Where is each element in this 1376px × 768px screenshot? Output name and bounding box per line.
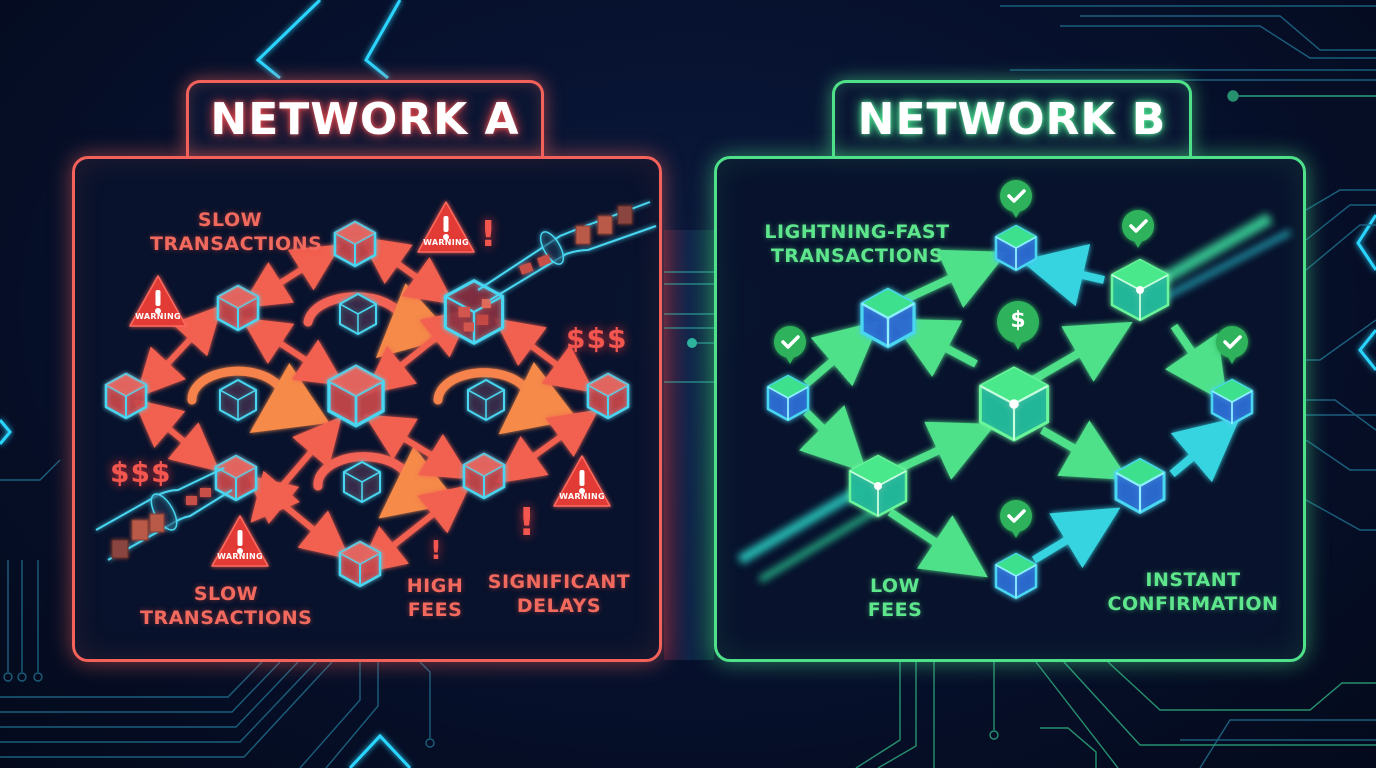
checkmark-badge-icon (998, 498, 1034, 540)
congested-pipe-top (477, 201, 657, 301)
network-a-title: NETWORK A (186, 80, 544, 156)
warning-badge: WARNING (217, 552, 263, 561)
triangle-decor-bottom (348, 733, 412, 768)
checkmark-badge-icon (772, 324, 808, 366)
label-significant-delays: SIGNIFICANT DELAYS (487, 571, 631, 617)
label-instant-confirmation: INSTANT CONFIRMATION (1107, 569, 1279, 615)
dollar-badge-icon (997, 301, 1039, 350)
high-cost-symbol: $$$ (110, 456, 172, 489)
chevron-decor-top (255, 0, 402, 80)
label-high-fees: HIGH FEES (406, 575, 464, 621)
label-low-fees: LOW FEES (867, 575, 923, 621)
congested-pipe-bottom (95, 467, 233, 561)
warning-badge: WARNING (559, 492, 605, 501)
checkmark-badge-icon (1120, 208, 1156, 250)
high-cost-symbol: $$$ (566, 322, 628, 355)
checkmark-badge-icon (998, 178, 1034, 220)
chevron-decor-left (0, 419, 12, 445)
label-lightning-fast-transactions: LIGHTNING-FAST TRANSACTIONS (764, 221, 950, 267)
warning-badge: WARNING (423, 238, 469, 247)
warning-badge: WARNING (135, 312, 181, 321)
exclamation-icon: ! (518, 500, 536, 544)
label-slow-transactions-bottom: SLOW TRANSACTIONS (140, 583, 313, 629)
checkmark-badge-icon (1214, 324, 1250, 366)
network-b-title: NETWORK B (832, 80, 1192, 156)
label-slow-transactions-top: SLOW TRANSACTIONS (150, 209, 323, 255)
dollar-badge: $ (1010, 308, 1026, 333)
exclamation-icon: ! (430, 536, 442, 566)
exclamation-icon: ! (480, 214, 497, 255)
